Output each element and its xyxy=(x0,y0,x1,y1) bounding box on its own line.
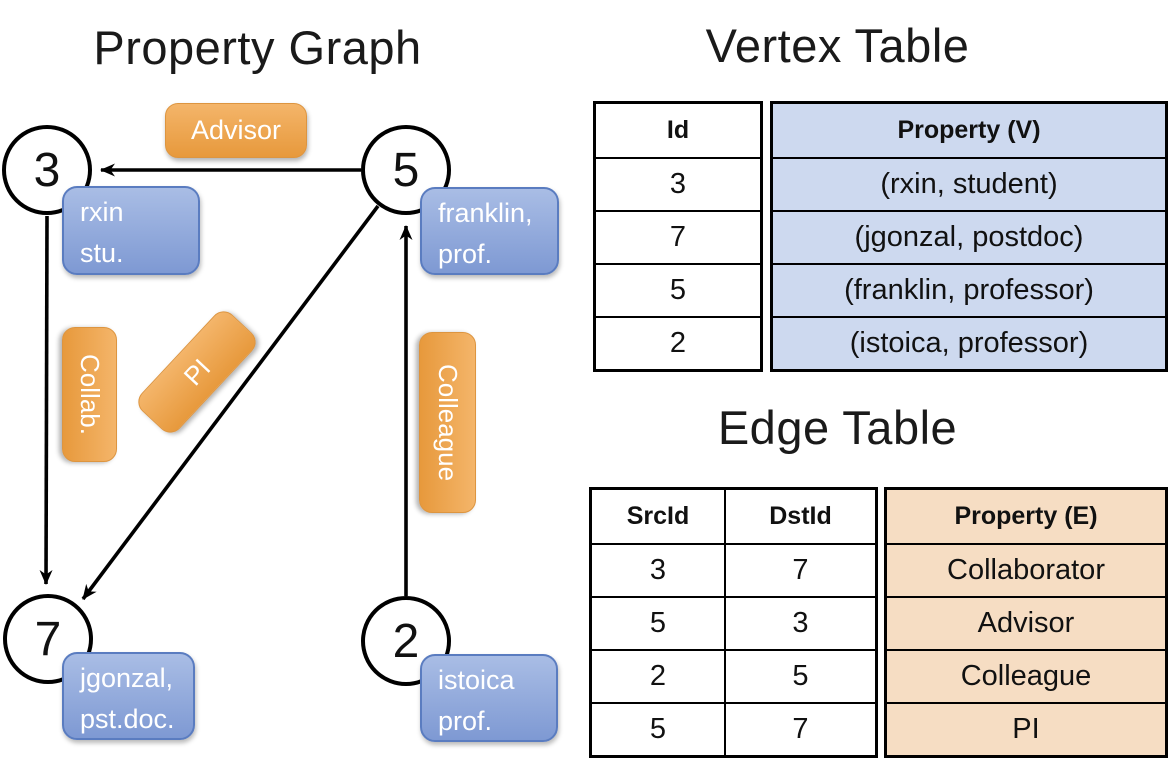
graph-edges-svg xyxy=(39,163,413,601)
edge-table-property-column: Property (E) Collaborator Advisor Collea… xyxy=(884,487,1168,758)
vertex-table-id-cell: 3 xyxy=(596,157,760,210)
vertex-property-line: franklin, xyxy=(438,198,533,228)
vertex-property-box-2: istoica prof. xyxy=(420,654,558,742)
vertex-table-property-header: Property (V) xyxy=(897,116,1041,144)
vertex-table-property-cell: (istoica, professor) xyxy=(773,316,1165,369)
vertex-table-property-cell: (jgonzal, postdoc) xyxy=(773,210,1165,263)
vertex-property-box-5: franklin, prof. xyxy=(420,187,559,275)
vertex-table-property-cell: (franklin, professor) xyxy=(773,263,1165,316)
vertex-property-box-7: jgonzal, pst.doc. xyxy=(62,652,195,740)
property-graph-title: Property Graph xyxy=(93,21,422,74)
vertex-node-5: 5 xyxy=(361,125,451,215)
edge-table-property-cell: Collaborator xyxy=(887,543,1165,596)
vertex-property-line: pst.doc. xyxy=(80,704,175,734)
vertex-property-line: rxin xyxy=(80,197,124,227)
edge-label-colleague: Colleague xyxy=(419,332,476,513)
edge-table-srcid-cell: 2 xyxy=(592,651,726,702)
vertex-table-property-column: Property (V) (rxin, student) (jgonzal, p… xyxy=(770,101,1168,372)
edge-table-srcid-cell: 5 xyxy=(592,598,726,649)
edge-label-collab: Collab. xyxy=(62,327,117,462)
vertex-table-id-cell: 2 xyxy=(596,316,760,369)
vertex-table-id-cell: 5 xyxy=(596,263,760,316)
vertex-table-title: Vertex Table xyxy=(705,19,970,72)
edge-arrow-5-to-7 xyxy=(81,204,380,601)
edge-table-srcid-cell: 3 xyxy=(592,545,726,596)
edge-table-srcid-header: SrcId xyxy=(592,490,726,543)
vertex-node-2: 2 xyxy=(361,596,451,686)
vertex-property-line: stu. xyxy=(80,238,124,268)
edge-table-dstid-cell: 5 xyxy=(792,660,809,692)
edge-table-srcid-cell: 5 xyxy=(592,704,726,755)
vertex-table-id-header: Id xyxy=(666,116,690,144)
edge-table-property-cell: Colleague xyxy=(887,649,1165,702)
edge-table-dstid-cell: 7 xyxy=(792,713,809,745)
edge-table-dstid-header: DstId xyxy=(769,502,832,530)
vertex-property-line: jgonzal, xyxy=(80,663,174,693)
vertex-table-id-cell: 7 xyxy=(596,210,760,263)
edge-table-dstid-cell: 3 xyxy=(792,607,809,639)
edge-table-dstid-cell: 7 xyxy=(792,554,809,586)
edge-table-id-columns: SrcId DstId 3 7 5 3 2 5 5 7 xyxy=(589,487,878,758)
vertex-property-line: prof. xyxy=(438,239,493,269)
edge-table-property-cell: PI xyxy=(887,702,1165,755)
vertex-property-line: prof. xyxy=(438,706,493,736)
edge-label-advisor: Advisor xyxy=(165,103,307,158)
edge-arrow-3-to-7 xyxy=(39,215,53,585)
vertex-table-id-column: Id 3 7 5 2 xyxy=(593,101,763,372)
vertex-property-box-3: rxin stu. xyxy=(62,186,200,275)
edge-table-property-header: Property (E) xyxy=(954,502,1098,530)
vertex-table-property-cell: (rxin, student) xyxy=(773,157,1165,210)
edge-table-title: Edge Table xyxy=(717,401,958,454)
edge-table-property-cell: Advisor xyxy=(887,596,1165,649)
vertex-property-line: istoica xyxy=(438,665,515,695)
